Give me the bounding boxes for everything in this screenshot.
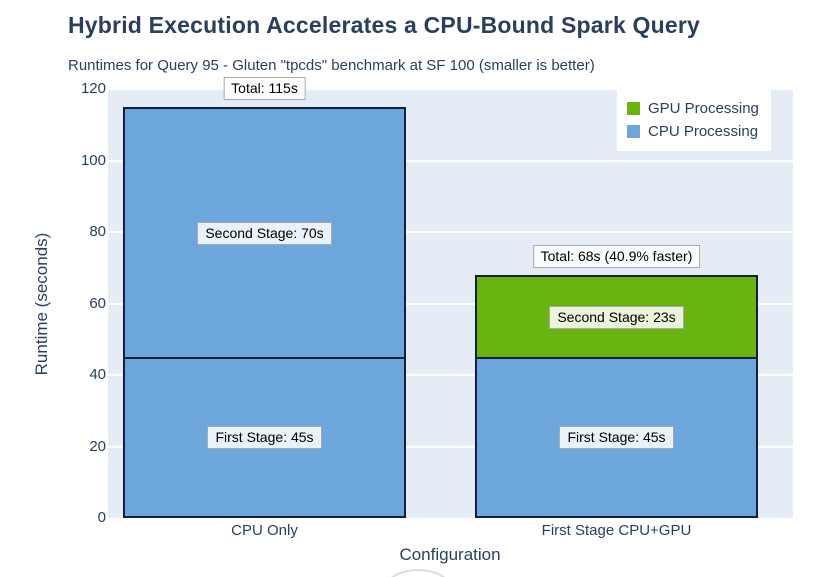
gpu-legend-swatch-icon [627, 102, 640, 115]
total-annotation-cpu-only: Total: 115s [223, 77, 306, 100]
segment-label: First Stage: 45s [207, 426, 322, 449]
gridline-40 [108, 374, 793, 376]
total-annotation-first-stage-cpu-gpu: Total: 68s (40.9% faster) [532, 245, 701, 268]
gridline-120 [108, 88, 793, 90]
y-tick-20: 20 [89, 437, 106, 455]
y-tick-80: 80 [89, 223, 106, 240]
bar-segment-cpu-only-first-stage[interactable]: First Stage: 45s [123, 357, 406, 518]
bar-segment-first-stage-cpu-gpu-second-stage[interactable]: Second Stage: 23s [475, 275, 758, 359]
bar-segment-first-stage-cpu-gpu-first-stage[interactable]: First Stage: 45s [475, 357, 758, 518]
legend-label: CPU Processing [648, 123, 759, 140]
chart-subtitle: Runtimes for Query 95 - Gluten "tpcds" b… [68, 57, 595, 74]
y-tick-60: 60 [89, 294, 106, 312]
bar-segment-cpu-only-second-stage[interactable]: Second Stage: 70s [123, 107, 406, 359]
y-tick-100: 100 [80, 151, 106, 169]
gridline-80 [108, 231, 793, 233]
y-axis-title: Runtime (seconds) [32, 232, 51, 376]
y-tick-40: 40 [89, 366, 106, 383]
gridline-20 [108, 445, 793, 448]
legend-label: GPU Processing [648, 100, 759, 117]
gridline-100 [108, 159, 793, 162]
legend-item-cpu-processing[interactable]: CPU Processing [627, 120, 759, 143]
chart-title: Hybrid Execution Accelerates a CPU-Bound… [68, 12, 701, 38]
gridline-60 [108, 302, 793, 305]
cpu-legend-swatch-icon [627, 125, 640, 138]
legend-item-gpu-processing[interactable]: GPU Processing [627, 97, 759, 120]
stacked-bar-first-stage-cpu-gpu[interactable]: First Stage: 45s Second Stage: 23s Total: … [475, 89, 758, 518]
y-tick-0: 0 [97, 509, 106, 526]
x-axis-title: Configuration [399, 545, 501, 564]
stacked-bar-cpu-only[interactable]: First Stage: 45s Second Stage: 70s Total: … [123, 77, 406, 518]
y-tick-120: 120 [80, 80, 106, 97]
x-category-first-stage-cpu-gpu: First Stage CPU+GPU [541, 522, 692, 539]
segment-label: Second Stage: 23s [549, 305, 684, 329]
watermark-arc [383, 569, 453, 577]
segment-label: First Stage: 45s [559, 426, 674, 449]
x-category-cpu-only: CPU Only [231, 522, 298, 539]
segment-label: Second Stage: 70s [197, 221, 332, 245]
